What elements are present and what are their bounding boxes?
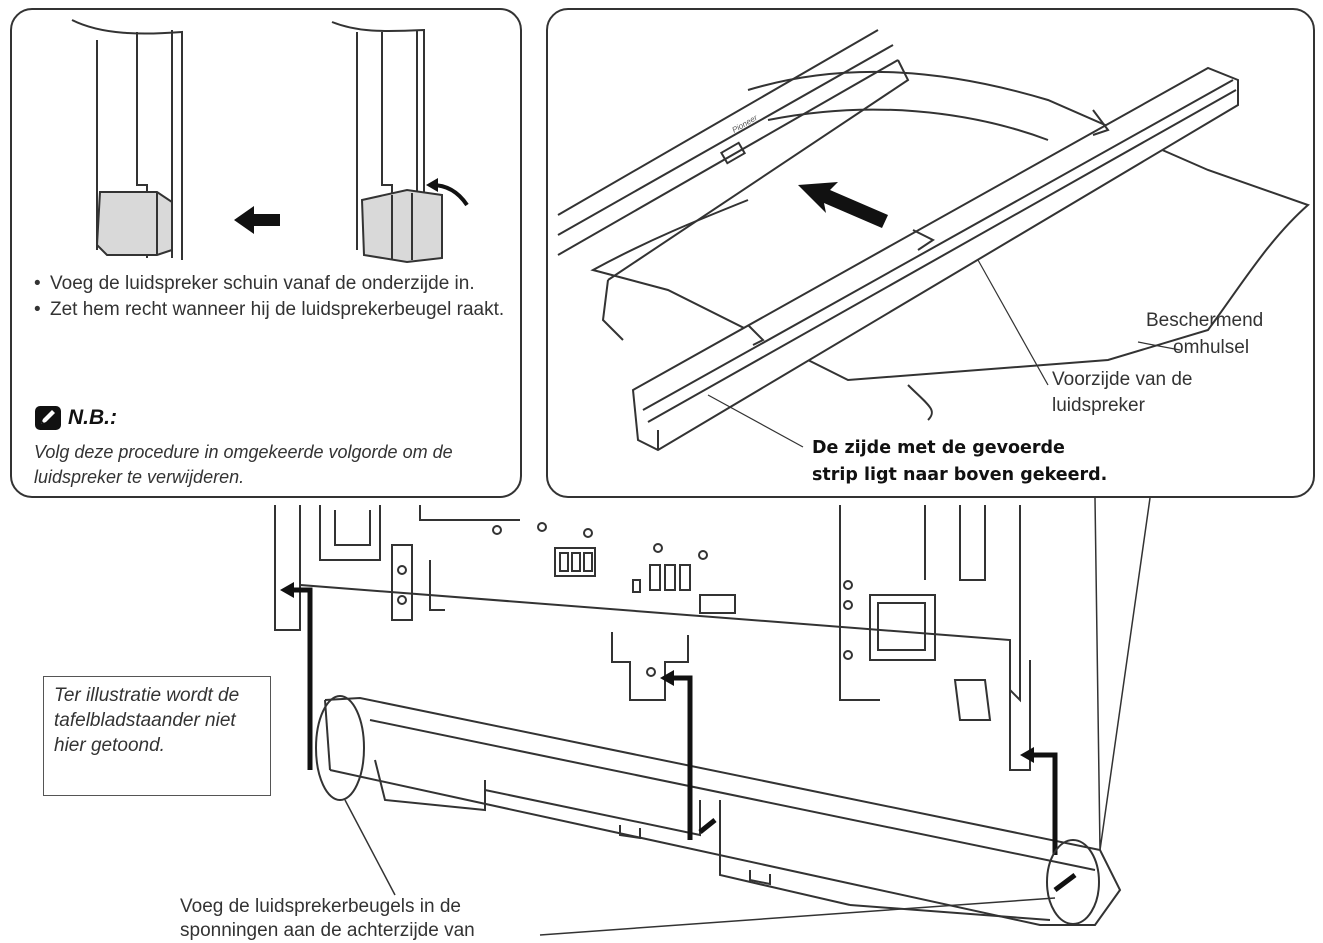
speaker-part-right	[360, 188, 443, 264]
label-strip-line1: De zijde met de gevoerde	[812, 438, 1065, 458]
pencil-note-icon	[35, 406, 61, 430]
label-front-line2: luidspreker	[1052, 395, 1145, 416]
illustration-note: Ter illustratie wordt de tafelbladstaand…	[43, 676, 271, 796]
center-bracket	[611, 632, 689, 701]
speaker-bar	[324, 696, 1122, 926]
tv-back-panel	[274, 505, 1021, 703]
left-bracket	[391, 544, 413, 621]
instruction-item: Zet hem recht wanneer hij de luidspreker…	[34, 298, 514, 322]
speaker-insertion-diagram	[71, 19, 469, 264]
label-front-line1: Voorzijde van de	[1052, 369, 1193, 390]
note-text: Volg deze procedure in omgekeerde volgor…	[34, 442, 453, 487]
note-title: N.B.:	[68, 406, 117, 429]
note-heading: N.B.:	[34, 405, 117, 431]
caption-line1: Voeg de luidsprekerbeugels in de	[180, 896, 461, 917]
speaker-placement-diagram: Pioneer	[557, 29, 1310, 452]
magnify-circle-left	[315, 695, 365, 801]
speaker-part-left	[95, 191, 173, 256]
instruction-item: Voeg de luidspreker schuin vanaf de onde…	[34, 272, 514, 296]
instruction-list: Voeg de luidspreker schuin vanaf de onde…	[34, 272, 514, 324]
push-arrow-icon	[798, 182, 888, 228]
magnify-circle-right	[1046, 839, 1100, 925]
label-cover-line1: Beschermend	[1146, 310, 1264, 331]
detail-panel-left: Voeg de luidspreker schuin vanaf de onde…	[10, 8, 522, 498]
caption-line2: sponningen aan de achterzijde van	[180, 920, 475, 941]
label-cover-line2: omhulsel	[1173, 337, 1250, 358]
protective-cover	[590, 70, 1310, 382]
arrow-left-icon	[234, 206, 280, 234]
detail-panel-right: Pioneer Beschermend omhulsel Voorzijde v…	[546, 8, 1315, 498]
label-strip-line2: strip ligt naar boven gekeerd.	[812, 465, 1108, 485]
